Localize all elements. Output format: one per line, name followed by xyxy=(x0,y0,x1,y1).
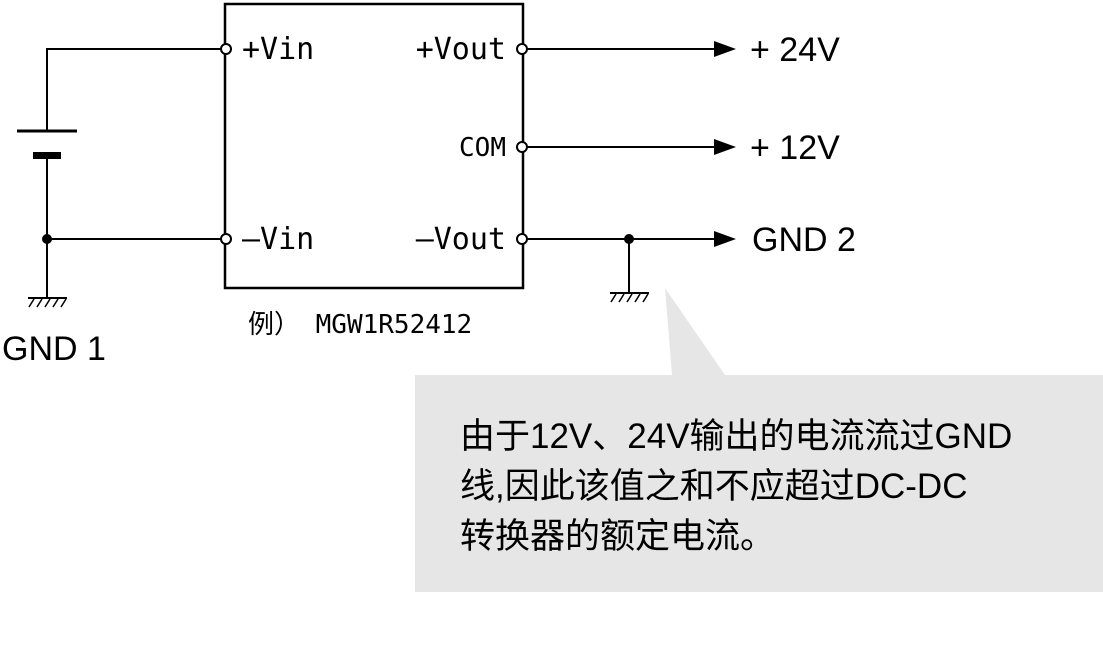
vout-pos-pin xyxy=(516,43,528,55)
gnd2-label: GND 2 xyxy=(752,221,856,259)
vin-pos-wire xyxy=(46,48,226,131)
callout-line-1: 由于12V、24V输出的电流流过GND xyxy=(460,417,1013,456)
gnd1-symbol xyxy=(28,297,67,308)
vin-neg-pin xyxy=(220,233,232,245)
v24-arrow-icon xyxy=(714,41,736,57)
vin-pos-pin xyxy=(220,43,232,55)
gnd2-arrow-icon xyxy=(714,231,736,247)
vout-neg-pin xyxy=(516,233,528,245)
callout-text: 由于12V、24V输出的电流流过GND 线,因此该值之和不应超过DC-DC 转换… xyxy=(460,412,1080,562)
v24-label: + 24V xyxy=(750,31,840,69)
example-model-label: 例） MGW1R52412 xyxy=(248,310,472,340)
com-pin xyxy=(516,141,528,153)
callout-line-3: 转换器的额定电流。 xyxy=(460,517,776,556)
callout-line-2: 线,因此该值之和不应超过DC-DC xyxy=(460,467,968,506)
v12-label: + 12V xyxy=(750,129,840,167)
v12-arrow-icon xyxy=(714,139,736,155)
gnd1-label: GND 1 xyxy=(2,330,106,368)
gnd1-junction xyxy=(42,234,52,244)
vout-neg-label: –Vout xyxy=(416,222,506,257)
vin-neg-label: –Vin xyxy=(242,222,314,257)
vin-pos-label: +Vin xyxy=(242,32,314,67)
gnd2-symbol xyxy=(610,292,649,303)
vout-pos-label: +Vout xyxy=(416,32,506,67)
battery-plate-short xyxy=(33,152,61,159)
com-label: COM xyxy=(459,133,506,163)
callout-box xyxy=(415,288,1103,592)
